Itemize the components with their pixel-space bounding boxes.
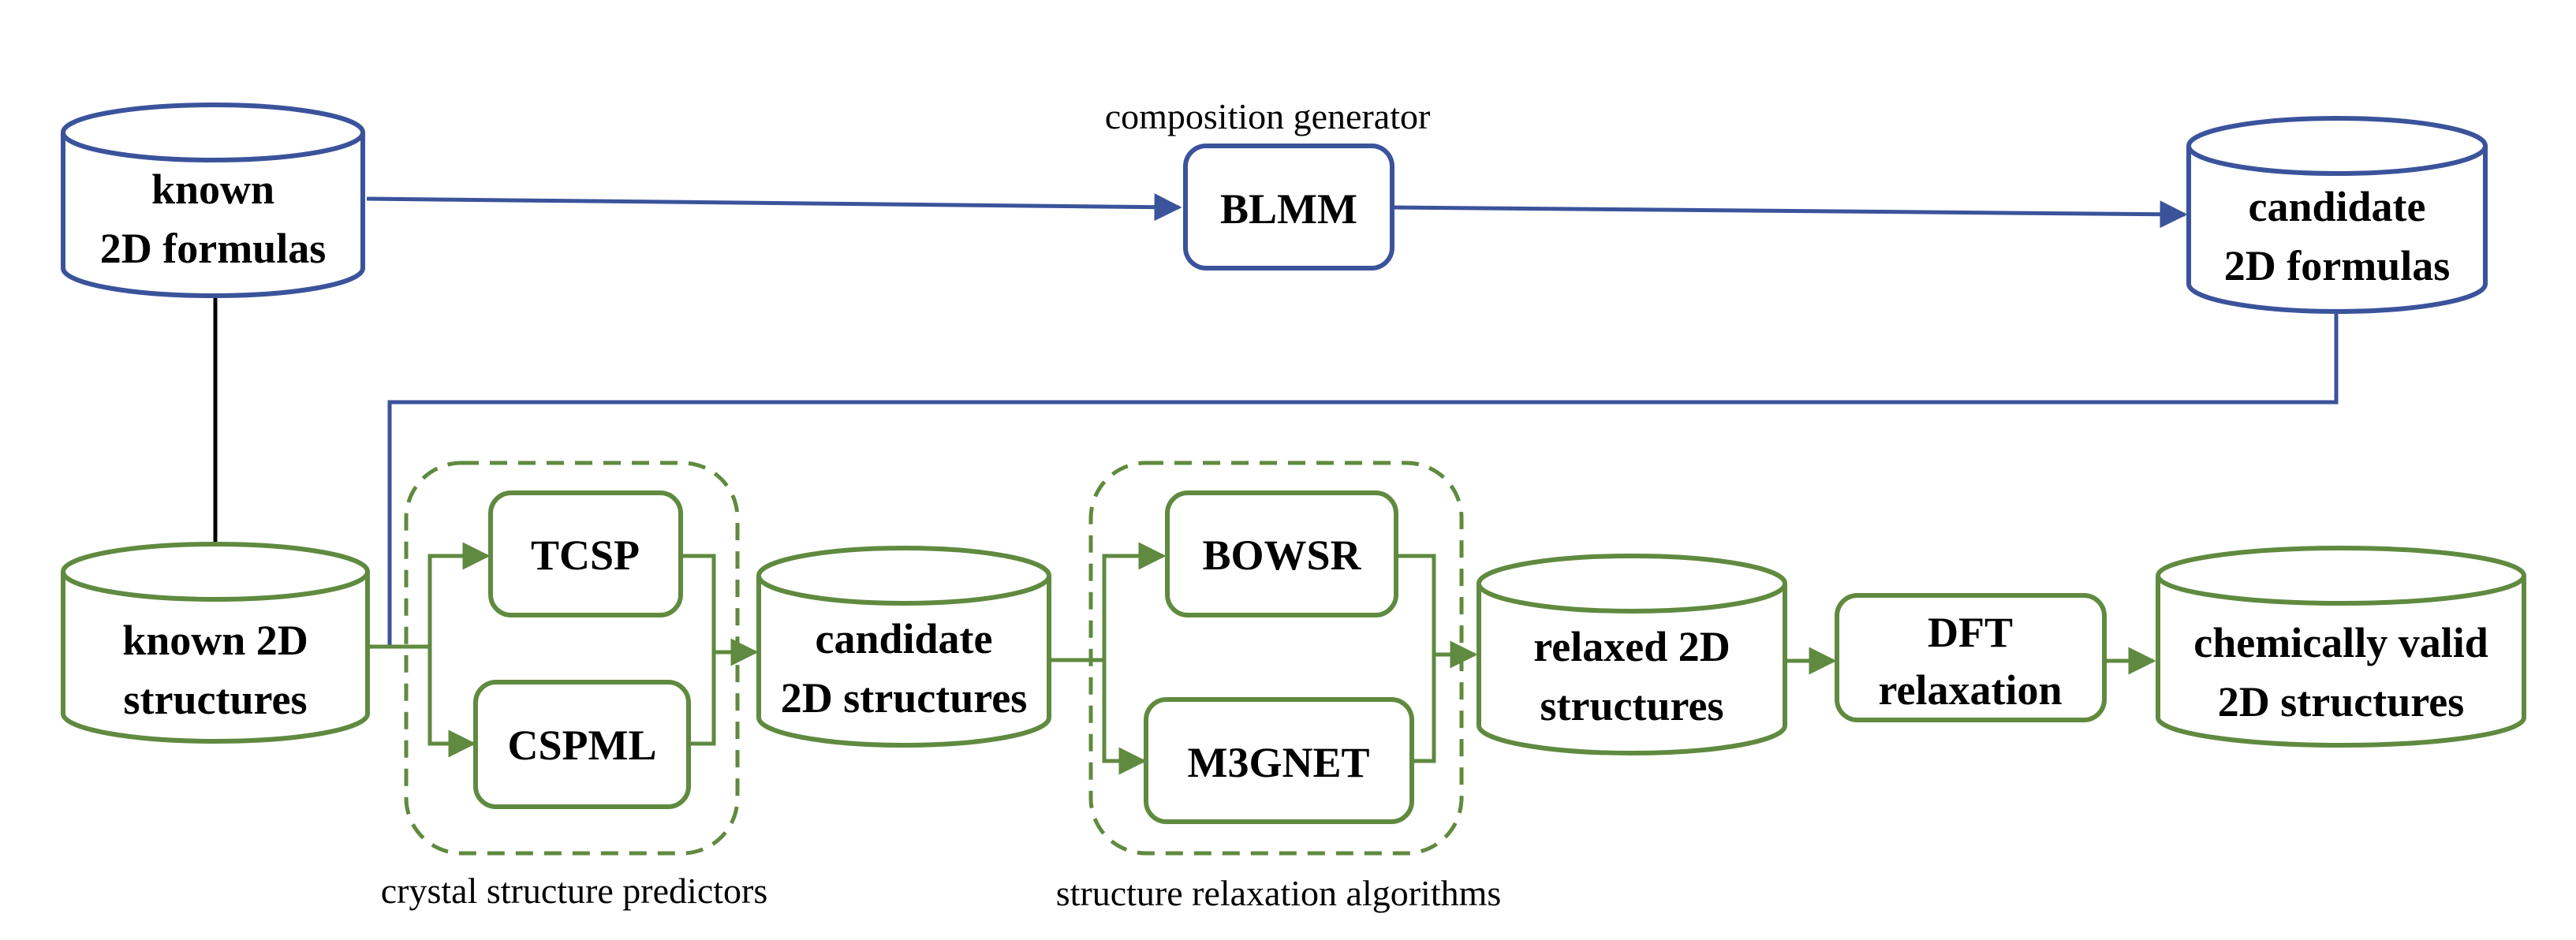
edge-m3gnet-merge [1412, 655, 1436, 763]
edge-split-to-bowsr [1102, 542, 1167, 660]
tcsp-label: TCSP [531, 532, 640, 579]
composition-generator-caption: composition generator [1105, 96, 1431, 136]
chemically-valid-label-line1: chemically valid [2193, 619, 2488, 666]
edge-known-formulas-to-blmm [366, 193, 1182, 222]
structure-relaxation-algorithms-caption: structure relaxation algorithms [1056, 873, 1502, 913]
m3gnet-node: M3GNET [1144, 697, 1414, 824]
blmm-node: BLMM [1183, 144, 1394, 270]
relaxed-2d-structures-label-line1: relaxed 2D [1533, 623, 1730, 670]
candidate-2d-structures-label-line2: 2D structures [781, 674, 1027, 722]
known-2d-structures-label-line2: structures [124, 676, 308, 723]
dft-relaxation-label-line1: DFT [1928, 609, 2013, 656]
known-2d-structures-database: known 2D structures [61, 542, 370, 744]
edge-tcsp-merge [681, 554, 716, 652]
relaxed-2d-structures-database: relaxed 2D structures [1477, 554, 1787, 755]
edge-split-to-tcsp [427, 542, 491, 647]
m3gnet-label: M3GNET [1187, 739, 1369, 786]
cspml-label: CSPML [508, 722, 657, 769]
chemically-valid-2d-structures-database: chemically valid 2D structures [2156, 546, 2526, 748]
crystal-structure-predictors-group [404, 461, 740, 856]
known-2d-formulas-label-line2: 2D formulas [100, 225, 326, 272]
edge-split-to-m3gnet [1102, 660, 1147, 775]
candidate-2d-structures-label-line1: candidate [815, 615, 992, 662]
edge-candidate-formulas-to-predictors [387, 314, 2339, 647]
dft-relaxation-node: DFT relaxation [1835, 593, 2107, 722]
candidate-2d-formulas-label-line1: candidate [2248, 183, 2425, 230]
known-2d-formulas-database: known 2D formulas [61, 103, 365, 298]
dft-relaxation-label-line2: relaxation [1879, 666, 2063, 714]
chemically-valid-label-line2: 2D structures [2218, 678, 2464, 726]
edge-blmm-to-candidate-formulas [1391, 200, 2188, 229]
bowsr-node: BOWSR [1165, 491, 1398, 617]
crystal-structure-predictors-caption: crystal structure predictors [381, 871, 767, 911]
edge-bowsr-merge [1396, 554, 1436, 655]
relaxed-2d-structures-label-line2: structures [1540, 682, 1724, 729]
edge-cspml-merge [689, 652, 716, 746]
candidate-2d-formulas-label-line2: 2D formulas [2224, 242, 2450, 289]
bowsr-label: BOWSR [1202, 532, 1361, 579]
edge-split-to-cspml [427, 647, 476, 758]
candidate-2d-formulas-database: candidate 2D formulas [2186, 116, 2488, 314]
known-2d-formulas-label-line1: known [151, 166, 274, 213]
blmm-label: BLMM [1220, 185, 1357, 233]
cspml-node: CSPML [473, 680, 691, 809]
known-2d-structures-label-line1: known 2D [122, 617, 308, 664]
candidate-2d-structures-database: candidate 2D structures [756, 546, 1051, 748]
tcsp-node: TCSP [488, 491, 683, 617]
